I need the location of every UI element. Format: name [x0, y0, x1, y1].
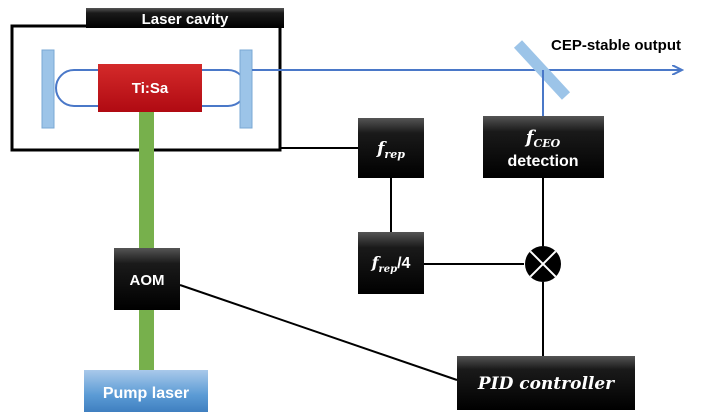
pump-laser-label: Pump laser	[103, 385, 189, 402]
tisa-crystal	[98, 64, 202, 112]
mixer-symbol	[525, 246, 561, 282]
aom-label: AOM	[130, 272, 165, 289]
frep-block	[358, 118, 424, 178]
fceo-detection-block	[483, 116, 604, 178]
pid-controller-block	[457, 356, 635, 410]
signal-wires	[179, 147, 544, 381]
pump-laser-block	[84, 370, 208, 412]
fceo-detection-label: detection	[507, 153, 578, 170]
tisa-crystal-label: Ti:Sa	[132, 80, 169, 97]
aom-block	[114, 248, 180, 310]
left-cavity-mirror	[41, 49, 55, 129]
fceo-label: fCEO	[524, 127, 561, 150]
frep-divider-label: frep/4	[371, 253, 411, 275]
right-cavity-mirror	[239, 49, 253, 129]
laser-cavity-title-bar	[86, 8, 284, 28]
output-label: CEP-stable output	[551, 37, 681, 54]
pump-beam	[139, 110, 154, 372]
frep-label: frep	[376, 139, 405, 161]
frep-divider-block	[358, 232, 424, 294]
laser-cavity-title: Laser cavity	[142, 11, 229, 28]
pid-controller-label: PID controller	[477, 374, 615, 394]
